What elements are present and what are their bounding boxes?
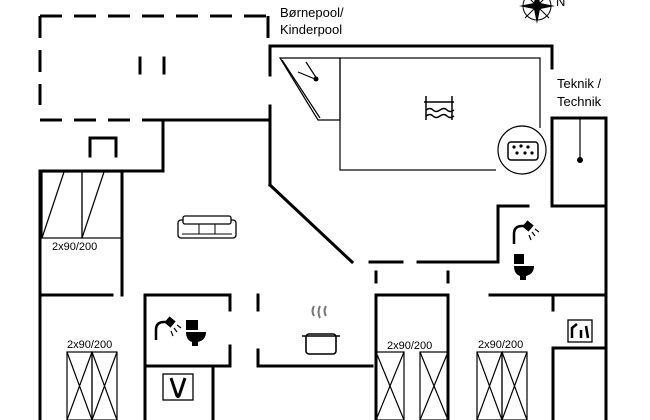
sauna-icon	[567, 319, 593, 343]
bed-left-top	[41, 171, 123, 239]
toilet-icon-right	[514, 254, 534, 280]
washing-machine-icon	[162, 373, 194, 401]
whirlpool-icon	[507, 141, 539, 161]
tech-room-marker	[577, 118, 583, 163]
label-bed-right: 2x90/200	[478, 339, 523, 351]
compass-icon	[519, 0, 555, 24]
bed-right	[476, 351, 528, 420]
toilet-icon	[186, 320, 206, 346]
pool	[278, 57, 548, 175]
shower-icon-right	[512, 220, 540, 244]
terrace-outline	[38, 14, 270, 158]
shower-icon	[154, 316, 182, 340]
label-bed-middle: 2x90/200	[387, 340, 432, 352]
bed-left-bottom	[66, 351, 118, 420]
label-tech-2: Technik	[557, 94, 602, 109]
compass-north-label: N	[556, 0, 565, 9]
label-tech-1: Teknik /	[557, 76, 601, 91]
pool-icon	[424, 96, 455, 120]
label-kids-pool-2: Kinderpool	[280, 22, 342, 37]
label-kids-pool-1: Børnepool/	[280, 5, 344, 20]
sofa-icon	[177, 215, 237, 239]
label-bed-left-bottom: 2x90/200	[67, 339, 112, 351]
cooking-pot-icon	[302, 305, 340, 355]
bed-middle	[375, 351, 449, 420]
label-bed-left-top: 2x90/200	[52, 241, 97, 253]
